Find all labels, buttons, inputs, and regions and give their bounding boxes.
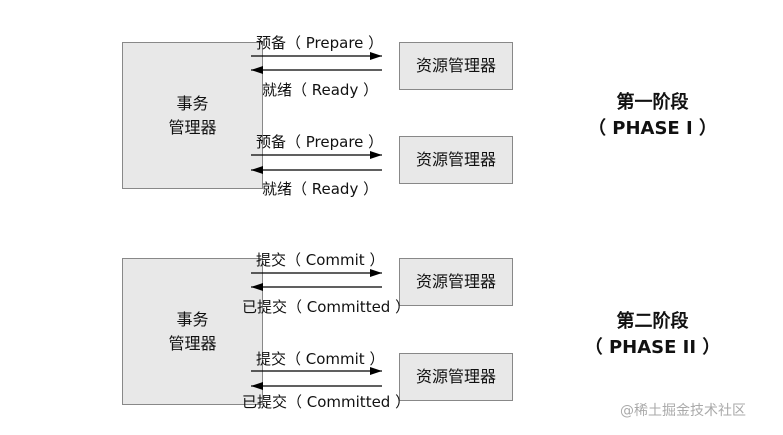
phase1-subtitle: （ PHASE I ） [588, 118, 717, 139]
transaction-manager-phase1: 事务管理器 [122, 42, 263, 189]
resource-manager-1-phase1: 资源管理器 [399, 42, 513, 90]
watermark: @稀土掘金技术社区 [620, 403, 746, 419]
phase2-heading: 第二阶段 （ PHASE II ） [580, 309, 725, 361]
ready-label-1: 就绪（ Ready ） [262, 81, 379, 99]
resource-manager-1-phase2: 资源管理器 [399, 258, 513, 306]
prepare-label-2: 预备（ Prepare ） [256, 133, 384, 151]
tm-label-line1: 事务 [176, 93, 209, 113]
commit-label-1: 提交（ Commit ） [256, 251, 385, 269]
resource-manager-2-phase2: 资源管理器 [399, 353, 513, 401]
prepare-label-1: 预备（ Prepare ） [256, 34, 384, 52]
tm-label-line1: 事务 [176, 309, 209, 329]
commit-label-2: 提交（ Commit ） [256, 350, 385, 368]
tm-label-line2: 管理器 [168, 333, 217, 353]
phase1-title: 第一阶段 [616, 92, 689, 113]
committed-label-1: 已提交（ Committed ） [242, 298, 411, 316]
transaction-manager-phase2: 事务管理器 [122, 258, 263, 405]
resource-manager-2-phase1: 资源管理器 [399, 136, 513, 184]
tm-label-line2: 管理器 [168, 117, 217, 137]
committed-label-2: 已提交（ Committed ） [242, 393, 411, 411]
phase2-title: 第二阶段 [616, 311, 689, 332]
phase1-heading: 第一阶段 （ PHASE I ） [580, 90, 725, 142]
ready-label-2: 就绪（ Ready ） [262, 180, 379, 198]
phase2-subtitle: （ PHASE II ） [584, 337, 721, 358]
